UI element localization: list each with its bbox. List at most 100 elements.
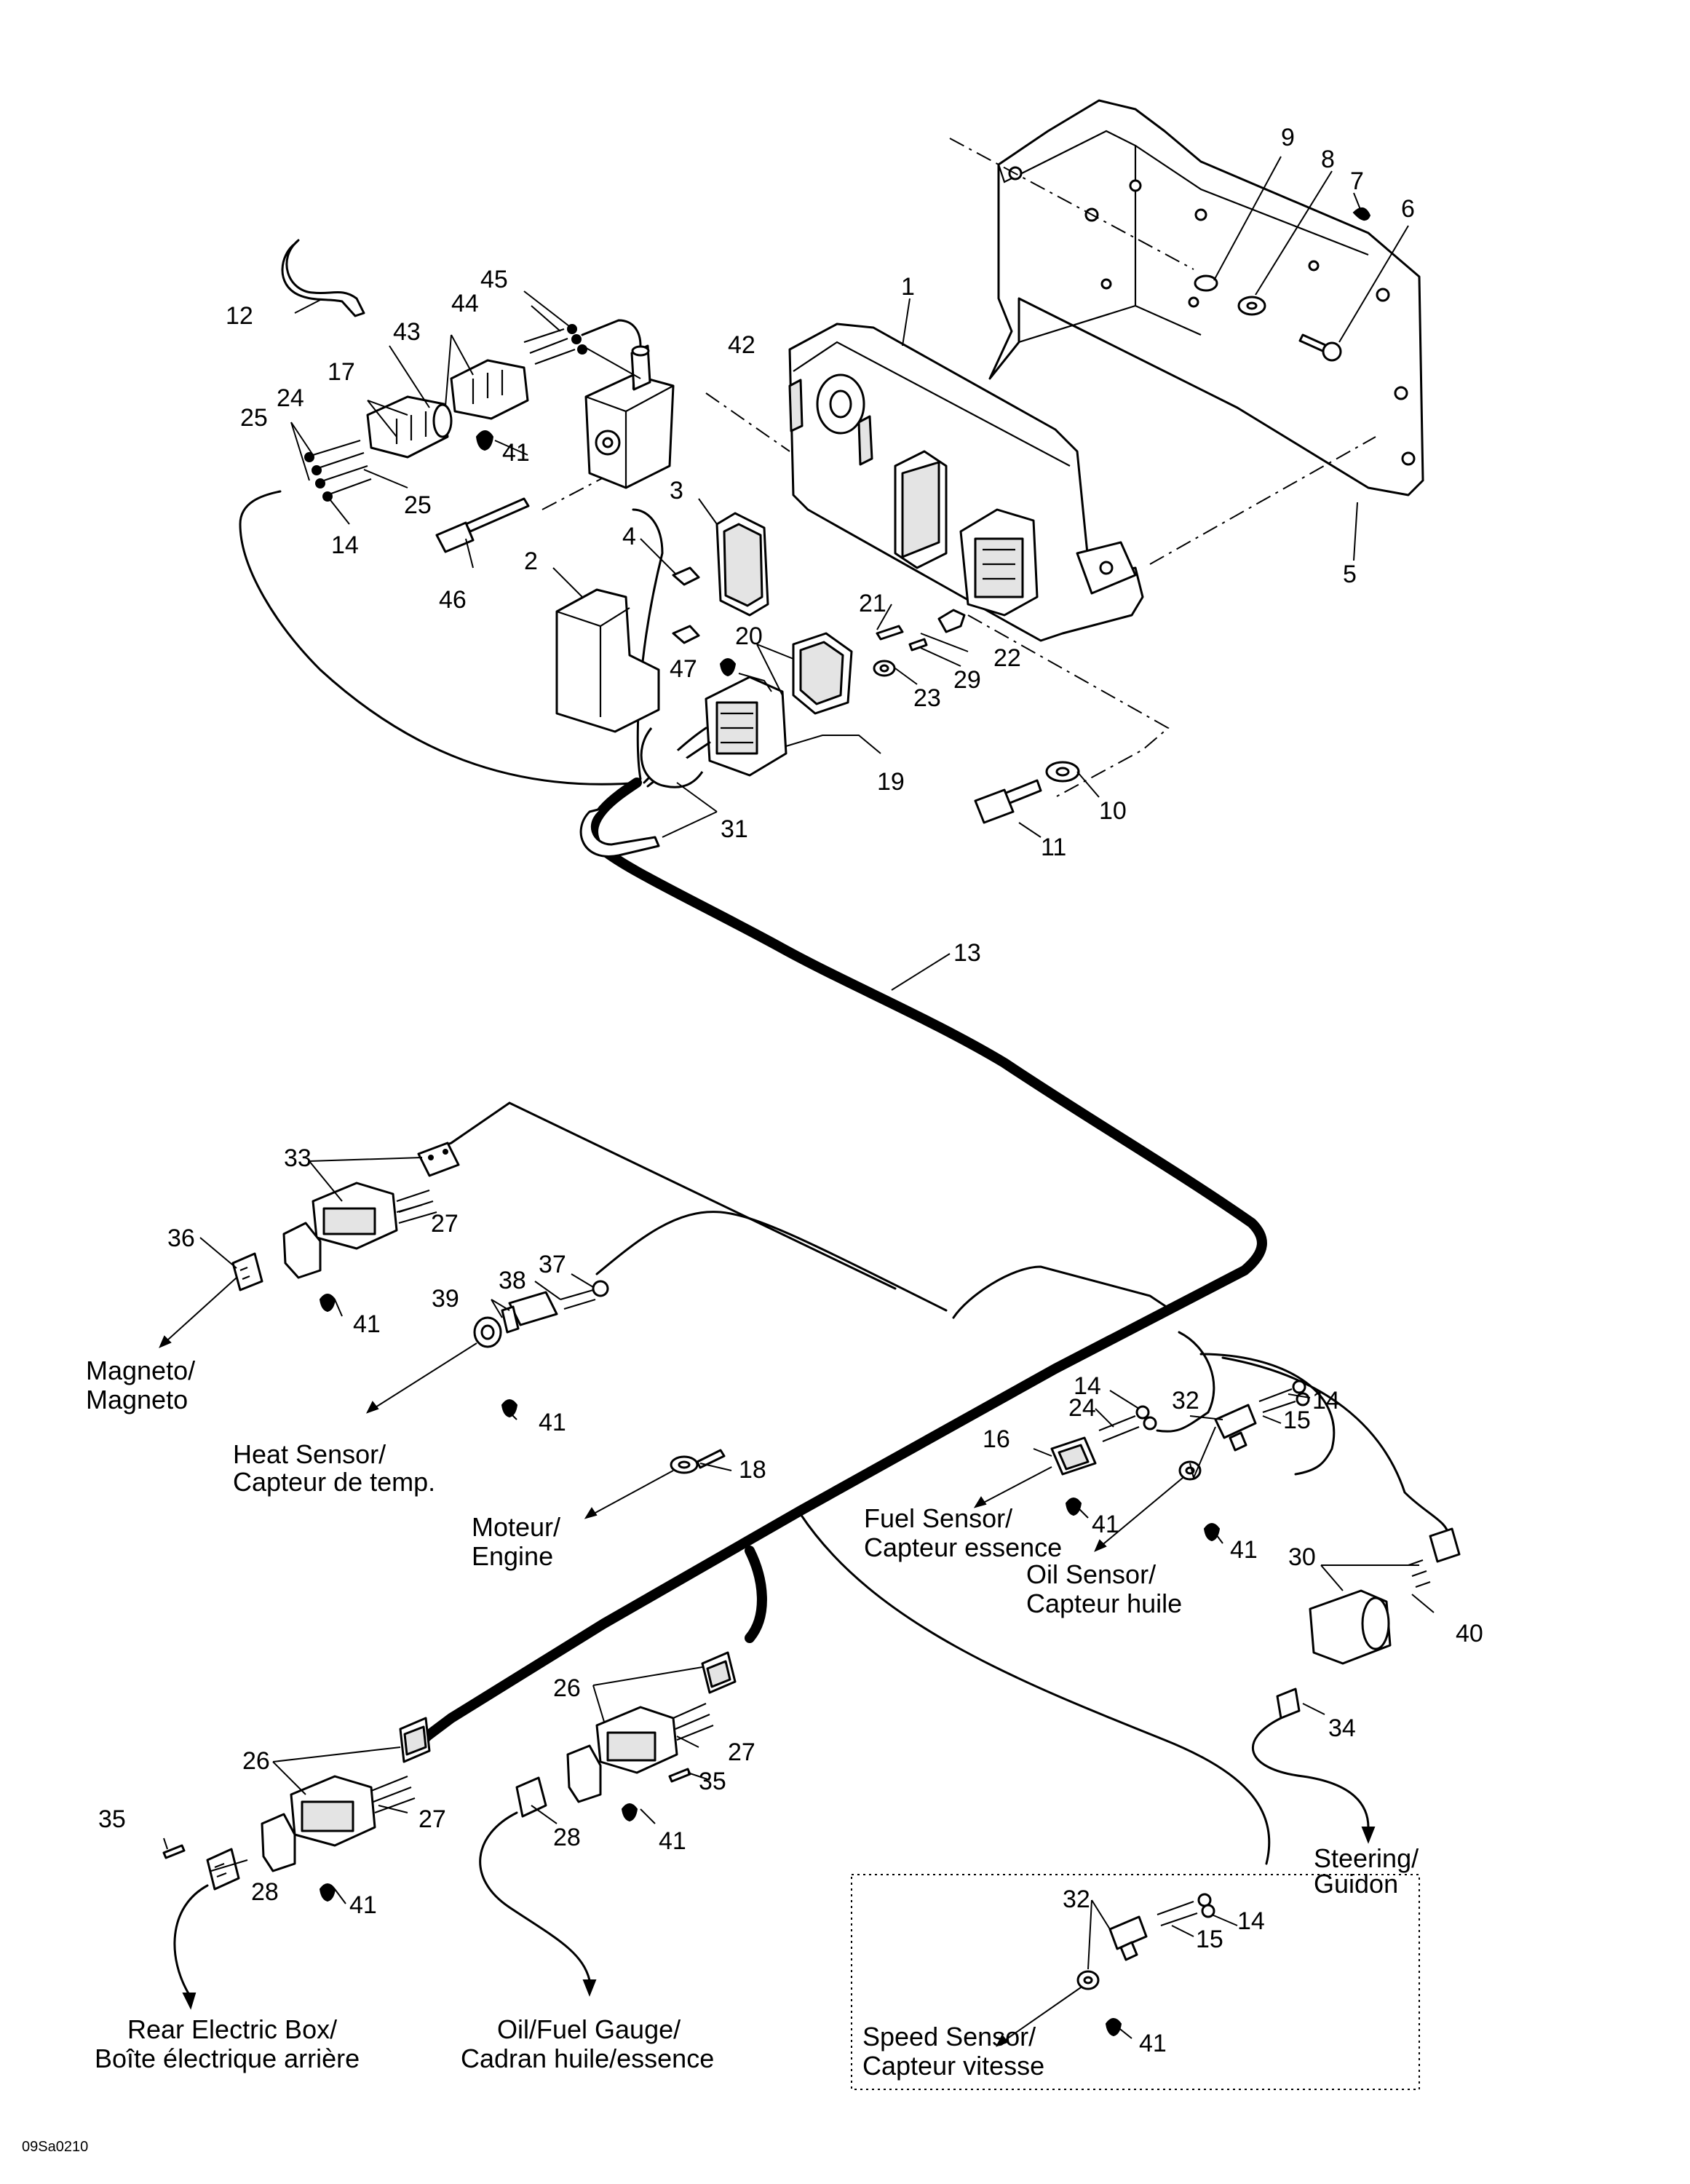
callout-19: 19: [877, 768, 905, 796]
callout-29: 29: [953, 666, 981, 694]
callout-41-oil: 41: [1230, 1536, 1258, 1564]
callout-11: 11: [1041, 834, 1066, 861]
callout-26-rear: 26: [242, 1747, 270, 1775]
label-rear-box-line2: Boîte électrique arrière: [95, 2043, 360, 2073]
callout-25-left: 25: [240, 404, 268, 432]
label-gauge-line2: Cadran huile/essence: [461, 2043, 714, 2073]
callout-4: 4: [622, 523, 636, 550]
callout-8: 8: [1321, 146, 1335, 173]
callout-41-upper: 41: [502, 439, 530, 467]
harness-branch-gauge: [745, 1546, 767, 1643]
center-connector-group: [579, 609, 1080, 858]
callout-41-gauge: 41: [659, 1827, 686, 1855]
branch-wires: [239, 490, 1450, 1865]
callout-37: 37: [539, 1251, 566, 1278]
callout-14-speed: 14: [1237, 1907, 1265, 1935]
callout-13: 13: [953, 939, 981, 967]
callout-23: 23: [913, 684, 941, 712]
callout-15-oil: 15: [1283, 1406, 1311, 1434]
callout-34: 34: [1328, 1714, 1356, 1742]
callout-3: 3: [670, 477, 683, 505]
axis-line: [949, 138, 1194, 270]
callout-46: 46: [439, 586, 467, 614]
speed-sensor-box: [851, 1874, 1420, 2090]
heat-sensor-group: [473, 1280, 609, 1418]
callout-21: 21: [859, 590, 886, 617]
destination-arrows: [159, 1277, 1183, 2047]
label-engine-line1: Moteur/: [472, 1512, 560, 1542]
destination-labels: Magneto/ Magneto Heat Sensor/ Capteur de…: [86, 1356, 1419, 2081]
ring-terminal: [670, 1449, 726, 1474]
callout-24-upper: 24: [277, 384, 304, 412]
callout-12: 12: [226, 302, 253, 330]
callout-44: 44: [451, 290, 479, 317]
callout-36: 36: [167, 1224, 195, 1252]
rear-box-connector-group: [162, 1717, 431, 2010]
callout-26-gauge: 26: [553, 1674, 581, 1702]
steering-connector-group: [1251, 1527, 1461, 1844]
callout-24-fuel: 24: [1068, 1394, 1096, 1422]
callout-41-fuel: 41: [1092, 1511, 1119, 1538]
label-engine-line2: Engine: [472, 1541, 553, 1571]
gauge-connector-group: [479, 1651, 737, 1997]
callout-9: 9: [1281, 124, 1295, 151]
label-oil-sensor-line1: Oil Sensor/: [1026, 1559, 1156, 1589]
speed-sensor-group: [1076, 1893, 1215, 2037]
callout-47: 47: [670, 655, 697, 683]
callout-33: 33: [284, 1144, 312, 1172]
callout-6: 6: [1401, 195, 1415, 223]
upper-connector-group: [281, 239, 769, 733]
axis-line: [705, 392, 790, 452]
control-module: [788, 323, 1144, 642]
callout-32-oil: 32: [1172, 1387, 1199, 1415]
callout-7: 7: [1350, 167, 1364, 195]
label-fuel-sensor-line1: Fuel Sensor/: [864, 1503, 1012, 1533]
figure-id: 09Sa0210: [22, 2139, 88, 2155]
label-steering-line2: Guidon: [1314, 1869, 1398, 1899]
fasteners-6-9: [1194, 207, 1371, 362]
callout-18: 18: [739, 1456, 766, 1484]
label-magneto-line2: Magneto: [86, 1385, 188, 1415]
axis-line: [967, 614, 1170, 798]
callout-27-magneto: 27: [431, 1210, 459, 1238]
label-fuel-sensor-line2: Capteur essence: [864, 1532, 1062, 1562]
callout-27-gauge: 27: [728, 1738, 755, 1766]
label-speed-sensor-line2: Capteur vitesse: [862, 2051, 1044, 2081]
label-steering-line1: Steering/: [1314, 1843, 1419, 1873]
label-rear-box-line1: Rear Electric Box/: [127, 2014, 337, 2044]
callout-10: 10: [1099, 797, 1127, 825]
callout-5: 5: [1343, 561, 1357, 588]
part-callouts: 1 2 3 4 5 6 7 8 9 10 11 12 13 14 14 14 1…: [98, 124, 1483, 2057]
callout-28-rear: 28: [251, 1878, 279, 1906]
callout-43: 43: [393, 318, 421, 346]
callout-41-rear: 41: [349, 1891, 377, 1919]
callout-35-gauge: 35: [699, 1768, 726, 1795]
callout-1: 1: [901, 273, 915, 301]
callout-20: 20: [735, 622, 763, 650]
label-oil-sensor-line2: Capteur huile: [1026, 1588, 1182, 1618]
label-magneto-line1: Magneto/: [86, 1356, 195, 1385]
callout-40: 40: [1456, 1620, 1483, 1647]
callout-38: 38: [499, 1267, 526, 1294]
callout-32-speed: 32: [1063, 1886, 1090, 1913]
label-speed-sensor-line1: Speed Sensor/: [862, 2022, 1036, 2052]
axis-line: [1149, 436, 1376, 565]
callout-35-rear: 35: [98, 1805, 126, 1833]
callout-30: 30: [1288, 1543, 1316, 1571]
callout-31: 31: [721, 815, 748, 843]
fuel-sensor-group: [1050, 1405, 1157, 1516]
callout-15-speed: 15: [1196, 1926, 1223, 1953]
callout-42: 42: [728, 331, 755, 359]
magneto-connector-group: [231, 1142, 460, 1313]
leader-lines: [163, 156, 1435, 2039]
callout-45: 45: [480, 266, 508, 293]
callout-41-heat: 41: [539, 1409, 566, 1436]
axis-line: [541, 465, 627, 510]
callout-16: 16: [983, 1425, 1010, 1453]
label-gauge-line1: Oil/Fuel Gauge/: [497, 2014, 681, 2044]
callout-14-oil: 14: [1312, 1387, 1340, 1415]
callout-17: 17: [328, 358, 355, 386]
label-heat-sensor-line1: Heat Sensor/: [233, 1439, 386, 1469]
callout-39: 39: [432, 1285, 459, 1313]
